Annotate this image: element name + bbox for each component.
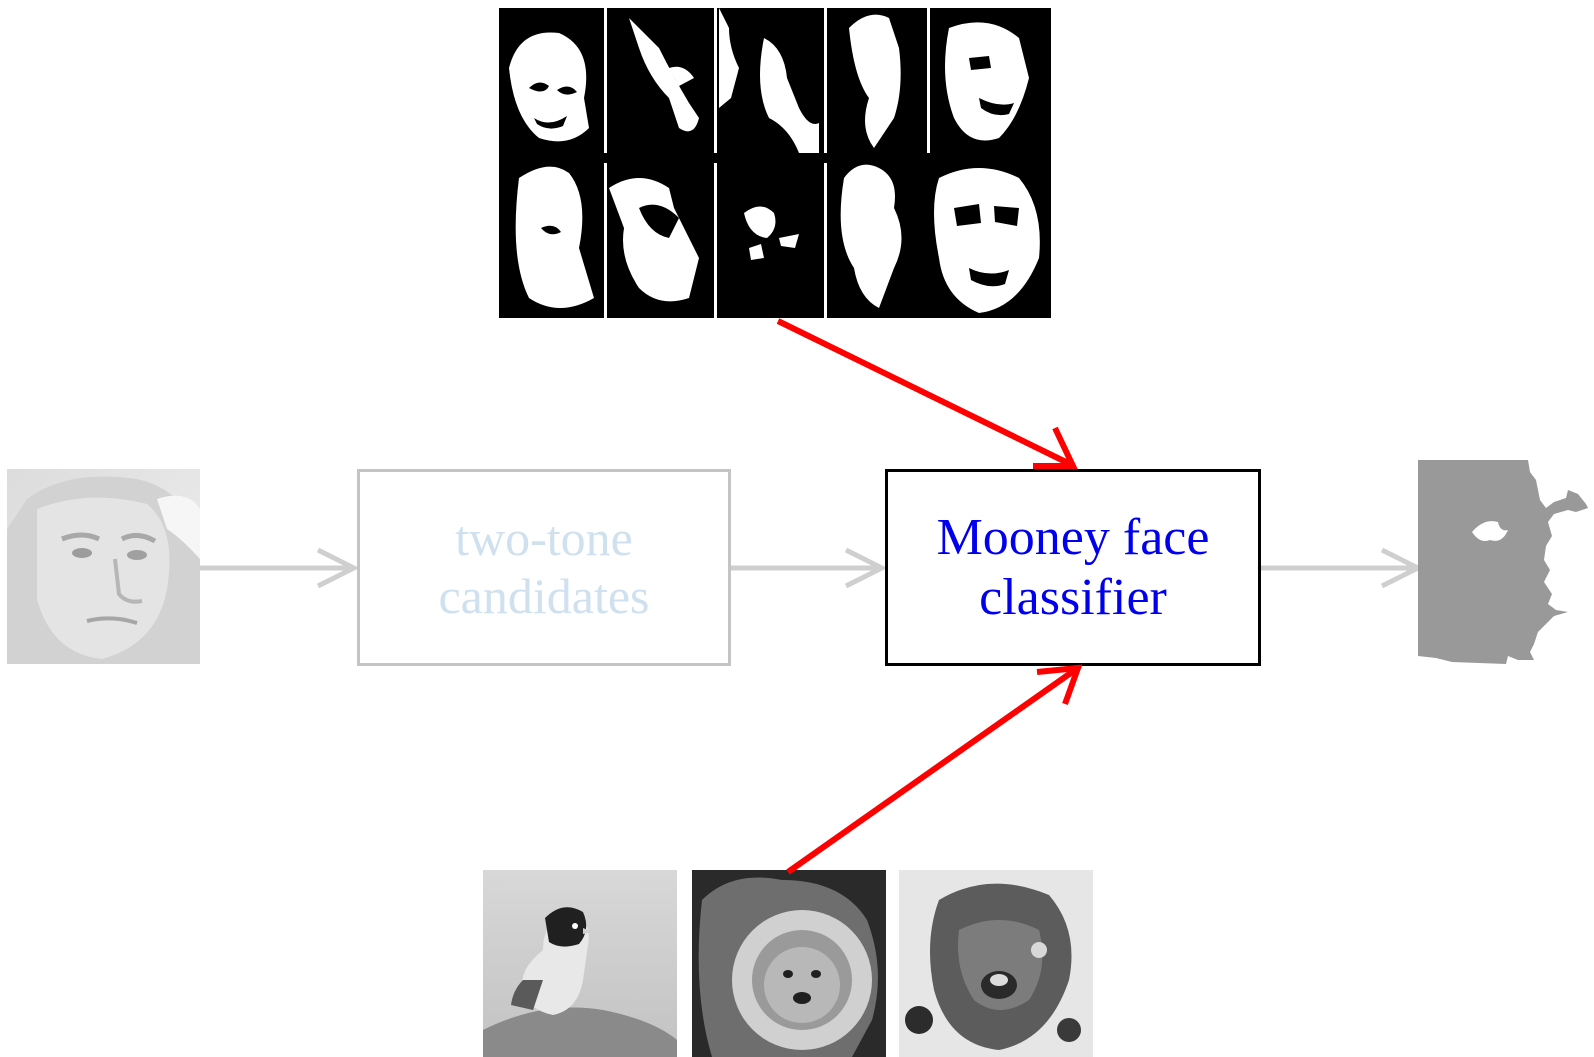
arrow-classifier-to-output: [1261, 548, 1421, 588]
input-face-image: [7, 469, 200, 664]
mooney-faces-grid-image: [499, 8, 1051, 318]
classifier-label-line2: classifier: [979, 568, 1167, 626]
shaggy-dog-photo: [899, 870, 1093, 1057]
candidates-label-line2: candidates: [438, 567, 650, 624]
arrow-candidates-to-classifier: [731, 548, 885, 588]
arrow-input-to-candidates: [200, 548, 357, 588]
output-mask-image: [1418, 460, 1594, 675]
two-tone-candidates-node: two-tone candidates: [357, 469, 731, 666]
candidates-label-line1: two-tone: [455, 510, 633, 566]
classifier-label-line1: Mooney face: [936, 508, 1210, 566]
bird-photo: [483, 870, 677, 1057]
dog-lion-mane-photo: [692, 870, 886, 1057]
arrow-negatives-to-classifier: [786, 664, 1083, 875]
mooney-face-classifier-node: Mooney face classifier: [885, 469, 1261, 666]
arrow-positives-to-classifier: [776, 318, 1078, 469]
